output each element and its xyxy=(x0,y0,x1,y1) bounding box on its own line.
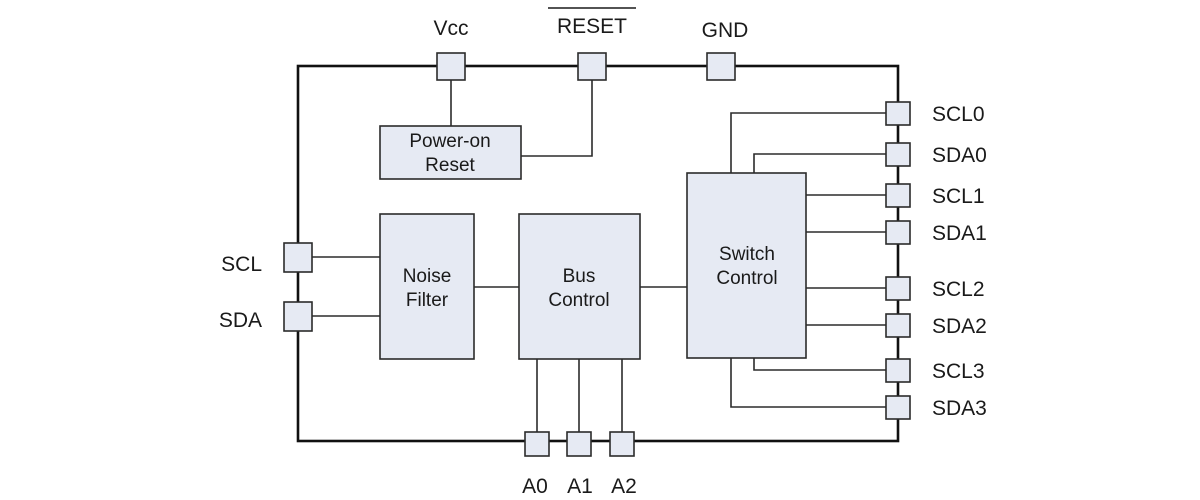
switch-control-line1: Switch xyxy=(719,244,775,265)
scl3-label: SCL3 xyxy=(932,360,985,383)
sda1-pin xyxy=(885,220,911,245)
sda3-pin xyxy=(885,395,911,420)
gnd-pin xyxy=(706,52,736,81)
noise-filter-block xyxy=(379,213,475,360)
sda1-label: SDA1 xyxy=(932,222,987,245)
sda-pin xyxy=(283,301,313,332)
scl2-pin xyxy=(885,276,911,301)
sda0-label: SDA0 xyxy=(932,144,987,167)
power-on-reset-line1: Power-on xyxy=(409,131,490,152)
a2-label: A2 xyxy=(611,475,637,498)
reset-label: RESET xyxy=(557,15,627,38)
scl-label: SCL xyxy=(221,253,262,276)
sda2-pin xyxy=(885,313,911,338)
switch-control-block xyxy=(686,172,807,359)
scl0-pin xyxy=(885,101,911,126)
bus-control-block xyxy=(518,213,641,360)
a0-label: A0 xyxy=(522,475,548,498)
a1-label: A1 xyxy=(567,475,593,498)
power-on-reset-block xyxy=(379,125,522,180)
sda2-label: SDA2 xyxy=(932,315,987,338)
vcc-label: Vcc xyxy=(433,17,468,40)
scl2-label: SCL2 xyxy=(932,278,985,301)
scl-pin xyxy=(283,242,313,273)
noise-filter-line1: Noise xyxy=(403,266,452,287)
scl1-pin xyxy=(885,183,911,208)
a0-pin xyxy=(524,431,550,457)
reset-pin xyxy=(577,52,607,81)
sda0-pin xyxy=(885,142,911,167)
a2-pin xyxy=(609,431,635,457)
noise-filter-line2: Filter xyxy=(406,290,449,311)
scl1-label: SCL1 xyxy=(932,185,985,208)
gnd-label: GND xyxy=(702,19,749,42)
a1-pin xyxy=(566,431,592,457)
wires xyxy=(312,80,886,432)
right-pins xyxy=(885,101,911,420)
power-on-reset-line2: Reset xyxy=(425,155,475,176)
sda3-label: SDA3 xyxy=(932,397,987,420)
switch-control-line2: Control xyxy=(716,268,777,289)
sda-label: SDA xyxy=(219,309,262,332)
bus-control-line2: Control xyxy=(548,290,609,311)
vcc-pin xyxy=(436,52,466,81)
scl3-pin xyxy=(885,358,911,383)
scl0-label: SCL0 xyxy=(932,103,985,126)
bus-control-line1: Bus xyxy=(563,266,596,287)
